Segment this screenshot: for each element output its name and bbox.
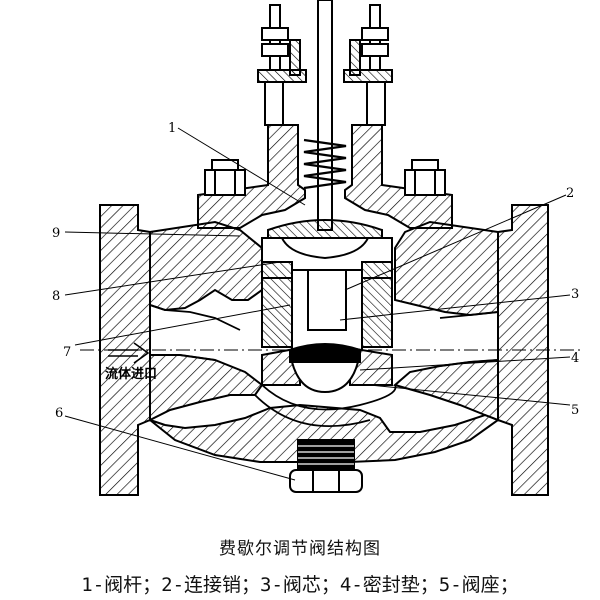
spring — [303, 138, 347, 190]
callout-4: 4 — [571, 351, 579, 366]
valve-structure-drawing: 流体进口 1 2 3 4 5 6 7 8 9 — [52, 0, 580, 496]
callout-3: 3 — [571, 287, 579, 302]
callout-8: 8 — [52, 289, 60, 304]
flow-label: 流体进口 — [105, 366, 157, 382]
callout-5: 5 — [571, 403, 579, 418]
flow-arrow — [108, 342, 150, 364]
valve-stem — [317, 0, 333, 231]
packing-gland — [257, 4, 393, 126]
leader-lines — [64, 127, 571, 481]
callouts: 1 2 3 4 5 6 7 8 9 — [52, 121, 579, 421]
callout-9: 9 — [52, 226, 60, 241]
legend-line: 1-阀杆；2-连接销；3-阀芯；4-密封垫；5-阀座； — [81, 574, 519, 596]
callout-2: 2 — [566, 186, 574, 201]
callout-7: 7 — [63, 345, 71, 360]
callout-1: 1 — [168, 121, 176, 136]
guide-cap — [267, 219, 383, 260]
seat-ring — [261, 343, 393, 394]
cage — [261, 237, 393, 351]
bonnet — [197, 124, 453, 229]
callout-6: 6 — [55, 406, 63, 421]
diagram-title: 费歇尔调节阀结构图 — [219, 539, 381, 559]
bonnet-bolts — [204, 159, 446, 196]
drain-plug — [289, 439, 363, 493]
